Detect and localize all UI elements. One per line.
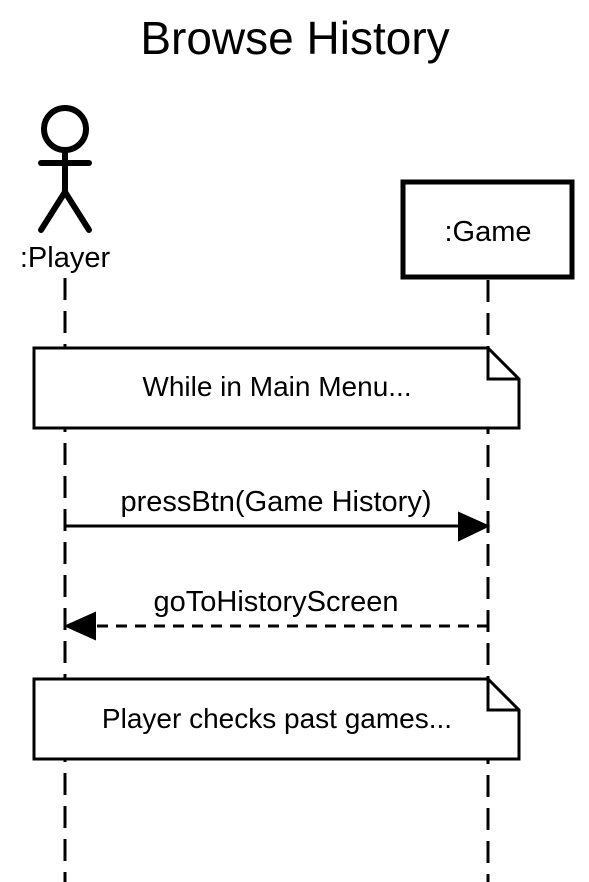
note-shape <box>32 677 521 761</box>
actor-head-icon <box>41 105 89 153</box>
message-go-to-history: goToHistoryScreen <box>63 586 488 641</box>
note-shape <box>32 346 521 430</box>
diagram-title: Browse History <box>140 12 449 64</box>
actor-label: :Player <box>20 242 111 274</box>
arrowhead-left-icon <box>63 611 96 641</box>
actor-left-leg <box>38 189 68 233</box>
actor-player <box>38 105 92 233</box>
note-fold-corner <box>486 348 519 381</box>
note-text: While in Main Menu... <box>142 371 411 402</box>
note-fold-corner <box>486 679 519 712</box>
message-label: pressBtn(Game History) <box>120 486 431 518</box>
message-press-button: pressBtn(Game History) <box>65 486 491 542</box>
participant-label: :Game <box>444 216 531 248</box>
note-checks-past-games: Player checks past games... <box>32 677 521 761</box>
note-text: Player checks past games... <box>102 703 452 734</box>
participant-box <box>400 179 575 280</box>
arrowhead-right-icon <box>458 511 491 542</box>
message-label: goToHistoryScreen <box>154 586 399 618</box>
actor-right-leg <box>62 189 92 233</box>
note-main-menu: While in Main Menu... <box>32 346 521 430</box>
